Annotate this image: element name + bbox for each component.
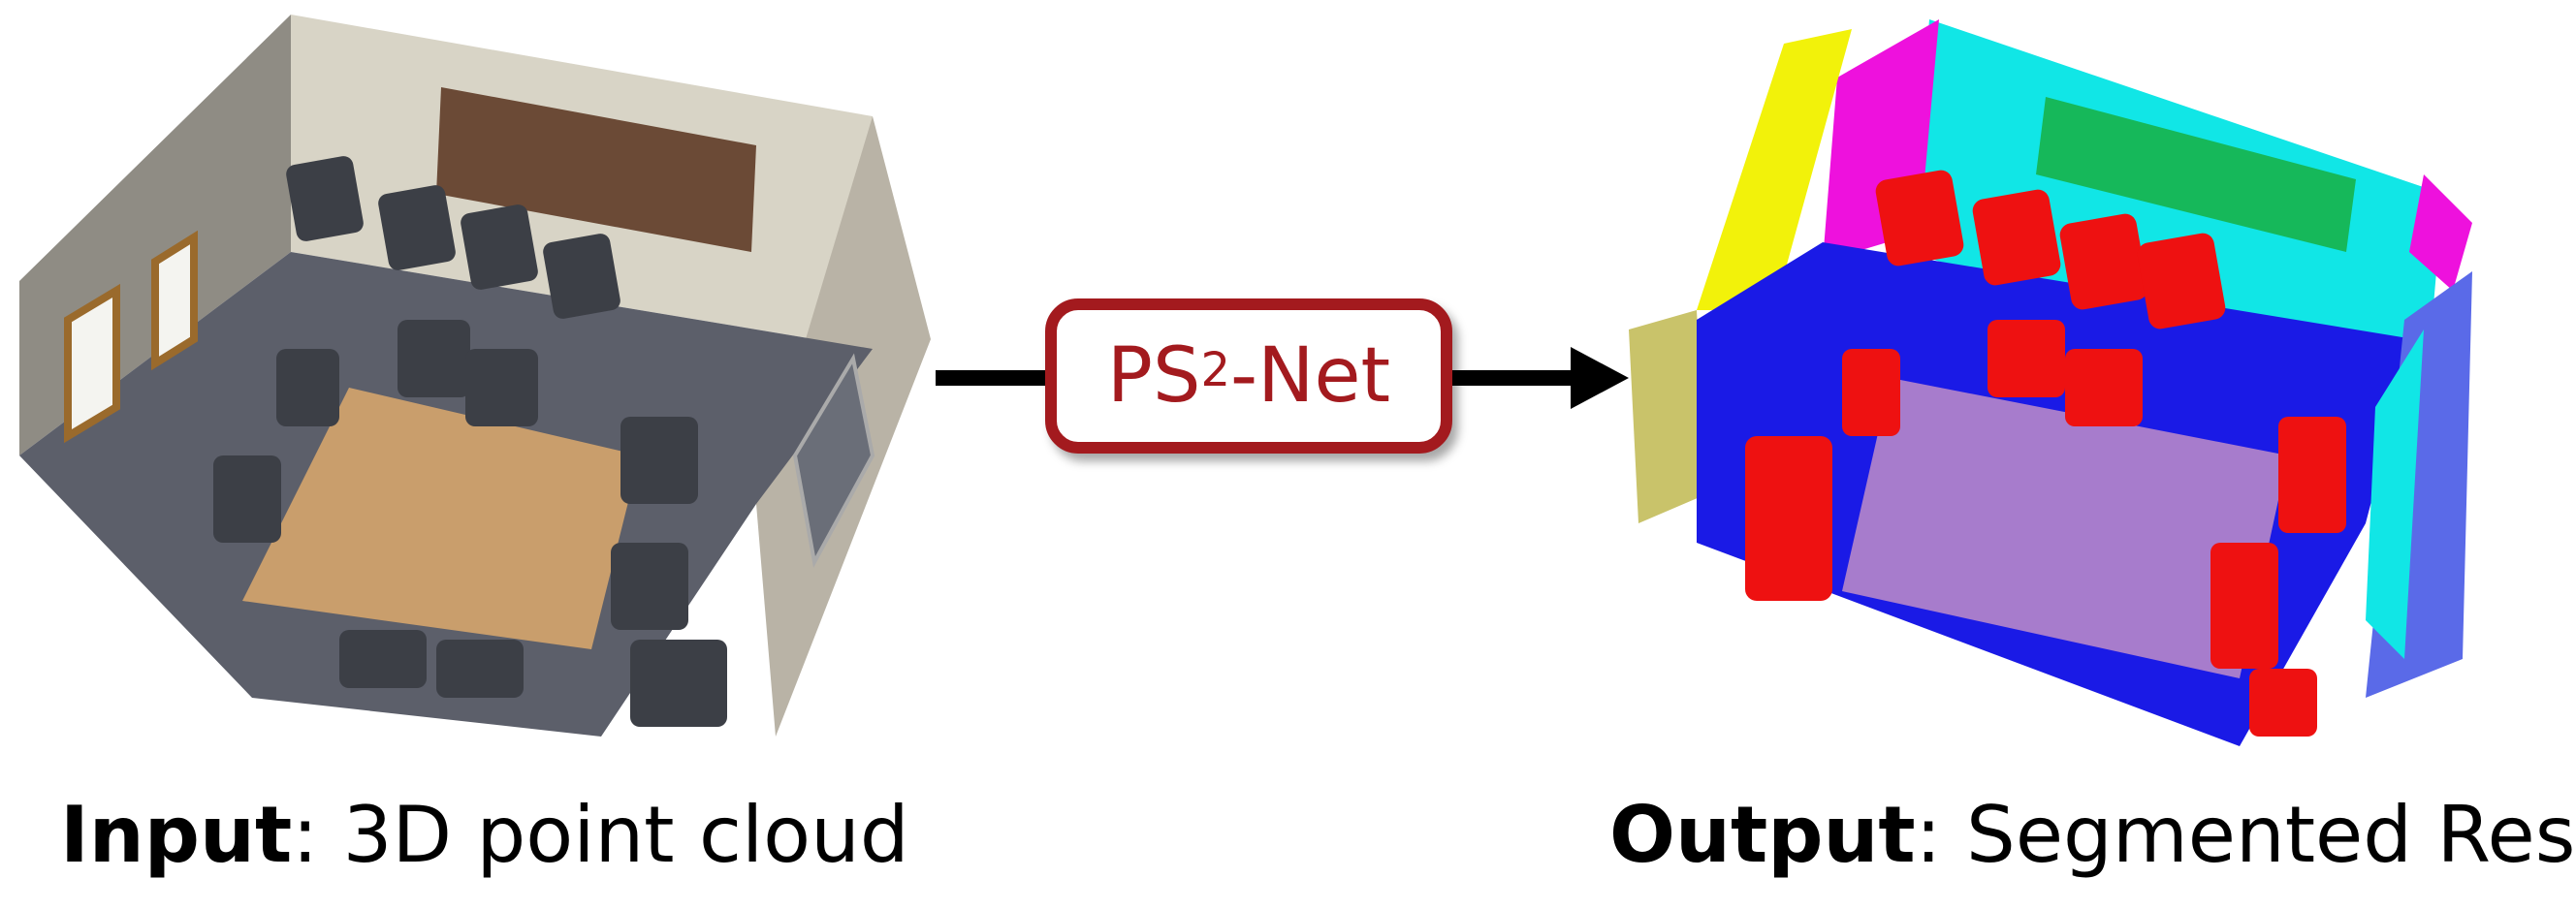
left-window	[151, 230, 198, 371]
output-caption-bold: Output	[1609, 790, 1916, 880]
chairs	[213, 156, 727, 727]
network-name-superscript: 2	[1200, 343, 1231, 397]
segment-column	[1629, 310, 1706, 523]
network-name-suffix: -Net	[1230, 332, 1391, 420]
segment-magenta	[2409, 174, 2472, 291]
input-caption: Input: 3D point cloud	[60, 790, 909, 880]
right-wall-frame	[792, 353, 875, 568]
left-window	[64, 283, 120, 444]
input-caption-text: : 3D point cloud	[292, 790, 909, 880]
segment-right-cyan	[2366, 329, 2424, 659]
output-caption: Output: Segmented Result	[1609, 790, 2576, 880]
wall-cabinet	[436, 87, 756, 252]
input-caption-bold: Input	[60, 790, 293, 880]
network-name-prefix: PS	[1106, 332, 1201, 420]
table	[242, 388, 640, 649]
segment-chairs	[1745, 170, 2346, 737]
segment-board	[2036, 97, 2356, 252]
segment-table	[1842, 378, 2288, 678]
output-caption-text: : Segmented Result	[1915, 790, 2576, 880]
output-segmented-image	[1629, 19, 2472, 746]
segment-yellow-wall	[1697, 29, 1852, 310]
input-point-cloud-image	[19, 15, 931, 737]
